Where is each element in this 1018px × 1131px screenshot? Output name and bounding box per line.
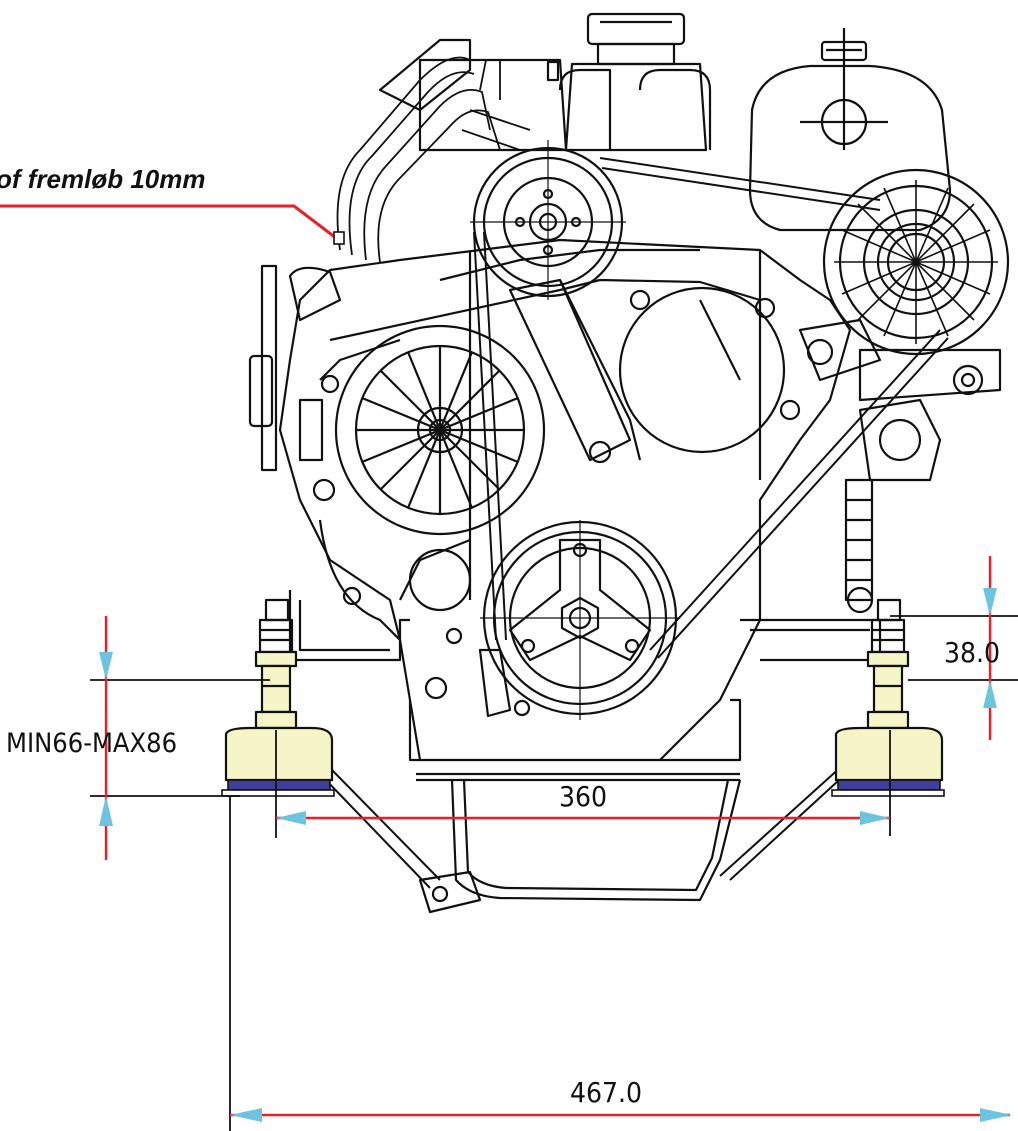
mount-spacing-dimension — [276, 811, 890, 825]
oil-sump — [418, 779, 742, 914]
fan-belt — [473, 157, 949, 659]
height-dimension — [983, 556, 997, 740]
oil-filler-cap — [564, 12, 708, 152]
injector-pipes — [336, 56, 531, 263]
note-leader-line — [0, 204, 345, 245]
mount-spacing-label: 360 — [559, 780, 607, 813]
right-engine-mount — [831, 726, 945, 797]
lower-housing — [318, 519, 531, 718]
overall-width-label: 467.0 — [570, 1076, 642, 1109]
right-mount-stud — [866, 598, 910, 730]
mount-range-dimension — [99, 616, 113, 860]
idler-arm — [508, 278, 632, 464]
note-label: of fremløb 10mm — [0, 164, 206, 194]
mount-struts — [321, 765, 851, 889]
engine-mount-brackets — [288, 590, 882, 782]
fan-disk — [334, 324, 546, 536]
mount-range-label: MIN66-MAX86 — [6, 728, 177, 759]
expansion-tank — [748, 28, 952, 232]
timing-cover — [618, 286, 801, 454]
left-mount-stud — [254, 598, 298, 730]
rocker-cover — [378, 38, 712, 152]
left-engine-mount — [221, 726, 335, 797]
engine-outline — [248, 12, 1010, 914]
fuel-pump — [248, 264, 342, 502]
extension-lines — [90, 615, 1018, 1131]
starter-bracket — [844, 398, 942, 614]
alternator — [798, 168, 1010, 402]
overall-width-dimension — [230, 1108, 1012, 1122]
crankshaft-pulley — [480, 520, 680, 720]
water-pump-pulley — [470, 140, 626, 300]
height-dimension-label: 38.0 — [944, 636, 1000, 669]
